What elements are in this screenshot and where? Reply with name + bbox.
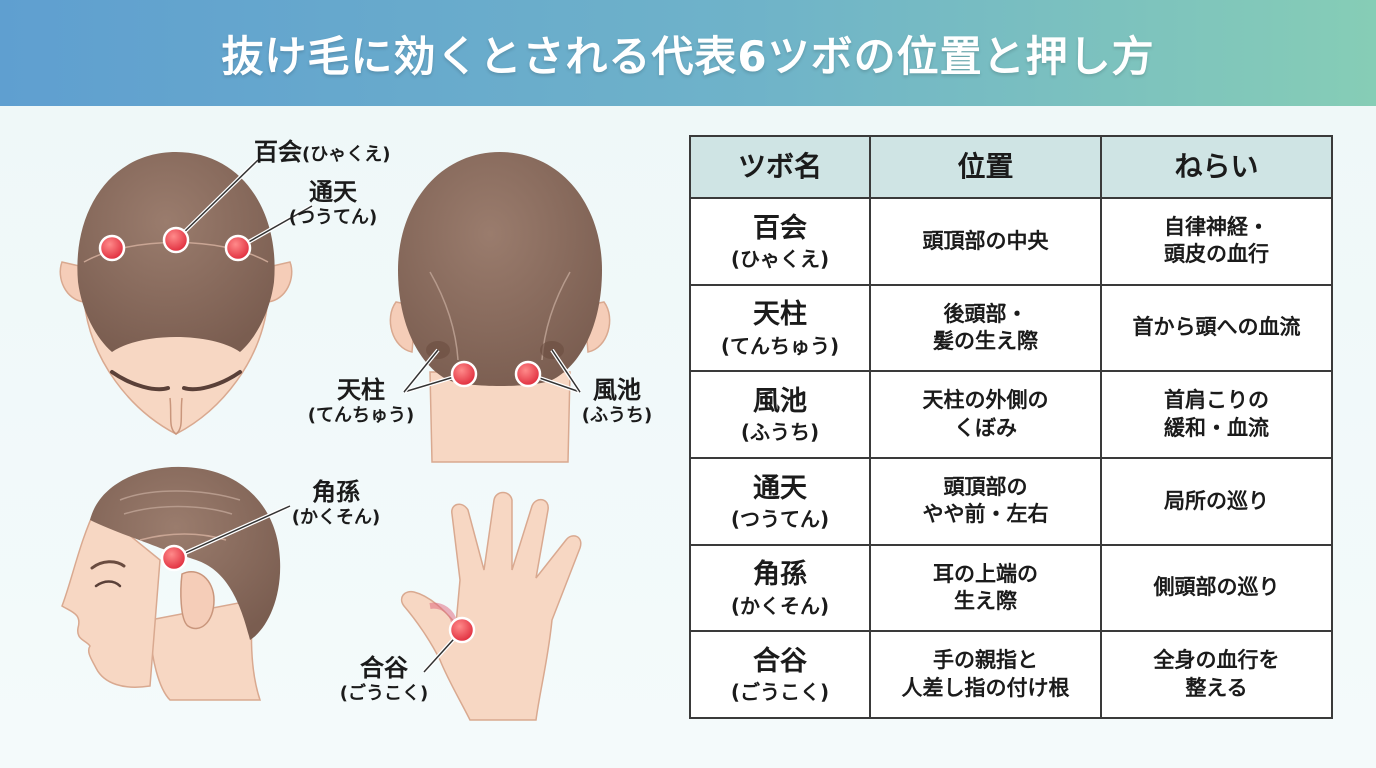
table-row: 合谷 (ごうこく) 手の親指と 人差し指の付け根 全身の血行を 整える (689, 630, 1333, 719)
cell-aim: 局所の巡り (1100, 456, 1333, 546)
cell-aim: 側頭部の巡り (1100, 543, 1333, 633)
head-back-illustration (389, 152, 611, 463)
cell-name: 通天 (つうてん) (689, 456, 871, 546)
cell-name: 風池 (ふうち) (689, 370, 871, 459)
table-row: 風池 (ふうち) 天柱の外側の くぼみ 首肩こりの 緩和・血流 (689, 370, 1333, 459)
cell-position: 手の親指と 人差し指の付け根 (869, 630, 1102, 719)
cell-name: 角孫 (かくそん) (689, 543, 871, 633)
cell-aim: 全身の血行を 整える (1100, 630, 1333, 719)
cell-aim: 自律神経・ 頭皮の血行 (1100, 197, 1333, 286)
table-header-row: ツボ名 位置 ねらい (689, 135, 1333, 199)
header-aim: ねらい (1100, 135, 1333, 199)
acupoint-table: ツボ名 位置 ねらい 百会 (ひゃくえ) 頭頂部の中央 自律神経・ 頭皮の血行 … (689, 135, 1333, 719)
head-side-illustration (61, 466, 291, 701)
acupoint-illustrations (59, 152, 611, 721)
title-banner: 抜け毛に効くとされる代表6ツボの位置と押し方 (0, 0, 1376, 106)
hand-illustration (400, 491, 582, 721)
head-top-illustration (59, 152, 313, 435)
cell-position: 耳の上端の 生え際 (869, 543, 1102, 633)
label-fuchi: 風池 (ふうち) (581, 376, 653, 426)
label-hyakue: 百会(ひゃくえ) (254, 138, 391, 166)
cell-name: 合谷 (ごうこく) (689, 630, 871, 719)
cell-aim: 首から頭への血流 (1100, 283, 1333, 373)
cell-aim: 首肩こりの 緩和・血流 (1100, 370, 1333, 459)
table-row: 角孫 (かくそん) 耳の上端の 生え際 側頭部の巡り (689, 543, 1333, 633)
cell-position: 天柱の外側の くぼみ (869, 370, 1102, 459)
label-kakuson: 角孫 (かくそん) (291, 478, 381, 528)
header-position: 位置 (869, 135, 1102, 199)
table-row: 通天 (つうてん) 頭頂部の やや前・左右 局所の巡り (689, 456, 1333, 546)
table-row: 百会 (ひゃくえ) 頭頂部の中央 自律神経・ 頭皮の血行 (689, 197, 1333, 286)
label-goukoku: 合谷 (ごうこく) (339, 654, 429, 704)
illustration-panel: 百会(ひゃくえ) 通天 (つうてん) 天柱 (てんちゅう) 風池 (ふうち) 角… (0, 106, 680, 768)
cell-name: 天柱 (てんちゅう) (689, 283, 871, 373)
header-name: ツボ名 (689, 135, 871, 199)
cell-position: 頭頂部の やや前・左右 (869, 456, 1102, 546)
page-title: 抜け毛に効くとされる代表6ツボの位置と押し方 (221, 31, 1155, 81)
cell-name: 百会 (ひゃくえ) (689, 197, 871, 286)
cell-position: 頭頂部の中央 (869, 197, 1102, 286)
table-row: 天柱 (てんちゅう) 後頭部・ 髪の生え際 首から頭への血流 (689, 283, 1333, 373)
label-tenchu: 天柱 (てんちゅう) (307, 376, 415, 426)
label-tsuten: 通天 (つうてん) (288, 178, 378, 228)
cell-position: 後頭部・ 髪の生え際 (869, 283, 1102, 373)
